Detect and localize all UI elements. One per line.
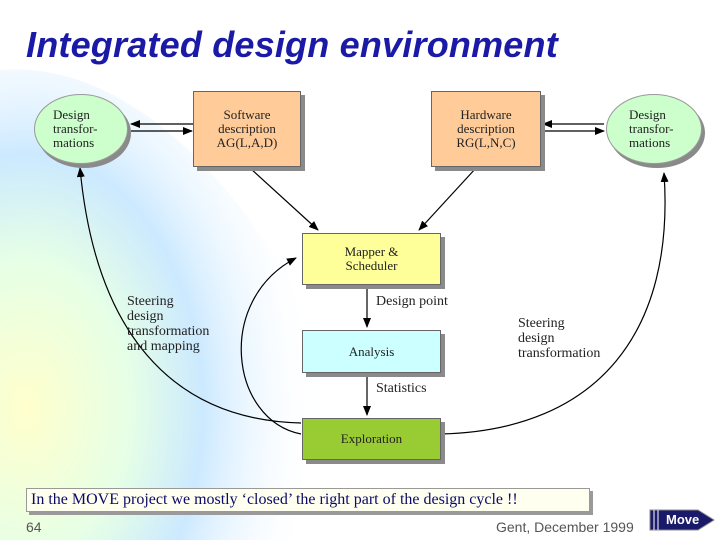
move-logo-arrow-icon bbox=[649, 509, 715, 531]
hardware-description-label: Hardware description RG(L,N,C) bbox=[456, 107, 516, 150]
arrow-exploration-to-design-left bbox=[76, 167, 302, 424]
move-logo: Move bbox=[648, 507, 716, 533]
exploration-node: Exploration bbox=[302, 418, 441, 460]
arrow-software-to-mapper bbox=[249, 167, 319, 231]
design-point-label: Design point bbox=[376, 294, 448, 309]
design-transformations-left-label: Design transfor- mations bbox=[53, 107, 98, 150]
footnote-banner: In the MOVE project we mostly ‘closed’ t… bbox=[26, 488, 590, 512]
move-logo-text: Move bbox=[666, 512, 700, 527]
arrow-exploration-to-design-right bbox=[440, 172, 669, 435]
hardware-description-node: Hardware description RG(L,N,C) bbox=[431, 91, 541, 167]
design-transformations-left-node: Design transfor- mations bbox=[34, 94, 128, 164]
mapper-scheduler-label: Mapper & Scheduler bbox=[344, 244, 399, 273]
software-description-label: Software description AG(L,A,D) bbox=[216, 107, 278, 150]
page-number: 64 bbox=[26, 519, 42, 535]
steering-right-label: Steering design transformation bbox=[518, 316, 601, 361]
steering-left-label: Steering design transformation and mappi… bbox=[127, 294, 210, 354]
exploration-label: Exploration bbox=[340, 431, 403, 446]
statistics-label: Statistics bbox=[376, 381, 427, 396]
arrow-hardware-to-mapper bbox=[418, 167, 477, 231]
mapper-scheduler-node: Mapper & Scheduler bbox=[302, 233, 441, 285]
analysis-node: Analysis bbox=[302, 330, 441, 373]
design-transformations-right-node: Design transfor- mations bbox=[606, 94, 702, 164]
arrow-exploration-to-mapper bbox=[240, 257, 302, 435]
design-transformations-right-label: Design transfor- mations bbox=[629, 107, 674, 150]
footer-text: Gent, December 1999 bbox=[496, 519, 634, 535]
slide-title: Integrated design environment bbox=[26, 24, 558, 65]
software-description-node: Software description AG(L,A,D) bbox=[193, 91, 301, 167]
analysis-label: Analysis bbox=[348, 343, 395, 359]
